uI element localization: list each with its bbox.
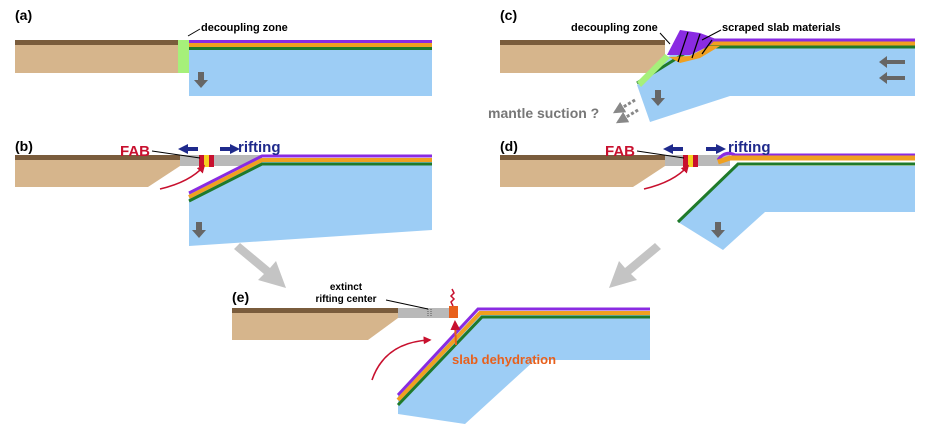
sinking-arrow [194,72,208,88]
sinking-arrow [651,90,665,106]
overriding-plate [232,308,398,340]
rift-arrow-right [220,144,240,154]
convergence-arrow-2 [879,72,905,84]
slab-orange-layer [188,158,432,199]
mantle-flow-arrow [159,164,206,190]
panel-b-tag: (b) [15,138,33,154]
thrust-fault-2 [691,33,701,59]
slab-purple-layer [188,154,432,195]
decoupling-zone [637,54,670,87]
panel-c-tag: (c) [500,7,517,23]
fab-pointer [636,150,685,159]
plate-top [15,155,180,160]
slab-orange-layer [717,155,915,165]
thrust-fault-3 [701,39,713,55]
plate-top [15,40,180,45]
extinct-label-line2: rifting center [315,294,376,305]
slab-purple-layer [716,151,915,161]
slab-purple-layer [189,40,432,43]
sinking-arrow [711,222,725,238]
slab-orange-layer [396,311,650,402]
slab-purple-layer [396,307,650,397]
panel-a-tag: (a) [15,7,32,23]
slab [678,166,915,250]
slab-green-layer [188,162,432,203]
suction-label: mantle suction ? [488,105,599,121]
rifting-label: rifting [728,139,771,156]
suction-arrow-2 [615,108,639,124]
decoupling-zone [178,40,189,73]
slab-orange-layer [189,43,432,47]
decoupling-label: decoupling zone [571,22,658,34]
panel-c: (c) decoupling zone scraped slab materia… [488,7,915,124]
fab-pointer [151,150,201,159]
extinct-pointer [385,299,429,310]
dehydration-label: slab dehydration [452,352,556,367]
rifting-label: rifting [238,139,281,156]
panel-d-tag: (d) [500,138,518,154]
panel-d: (d) FAB rifting [500,138,915,250]
panel-e-tag: (e) [232,289,249,305]
scraped-wedge-orange [669,46,720,63]
overriding-plate [500,155,665,187]
scraped-pointer [701,29,722,41]
slab [637,46,915,122]
decoupling-label: decoupling zone [201,22,288,34]
plate-top [500,155,665,160]
decoupling-pointer [187,28,201,37]
suction-arrow-1 [612,98,636,114]
plate-top [500,40,665,45]
convergence-arrow-1 [879,56,905,68]
rift-arrow-right [706,144,726,154]
overriding-plate [15,155,180,187]
mantle-flow-arrow [371,336,432,381]
slab [398,312,650,424]
plate-top [232,308,398,313]
transition-arrow-d-to-e [609,243,661,288]
rift-arrow-left [178,144,198,154]
extinct-rift-zone [398,308,452,318]
panel-b: (b) FAB rifting [15,138,432,246]
scraped-wedge [667,30,716,55]
dehydration-arrow [450,320,461,346]
mantle-flow-arrow [643,164,690,190]
overriding-plate [15,40,180,73]
decoupling-pointer [659,32,671,45]
scraped-label: scraped slab materials [722,22,841,34]
rift-arrow-left [663,144,683,154]
overriding-plate [500,40,665,73]
fab-core [204,155,209,167]
slab [189,160,432,246]
thrust-fault-1 [677,31,689,63]
fab-core [688,155,693,167]
rift-zone [180,155,262,166]
sinking-arrow [192,222,206,238]
fab-label: FAB [120,143,150,160]
fab-label: FAB [605,143,635,160]
panel-e: (e) slab dehydration extinct rifting cen… [232,282,650,424]
slab-green-layer [189,47,432,50]
transition-arrow-b-to-e [234,243,286,288]
panel-a: (a) decoupling zone [15,7,432,96]
extinct-label-line1: extinct [330,282,363,293]
dehydration-melt [449,306,458,318]
slab-green-layer [396,315,650,407]
volcano-spark [449,288,456,307]
slab-green-layer [676,162,915,224]
